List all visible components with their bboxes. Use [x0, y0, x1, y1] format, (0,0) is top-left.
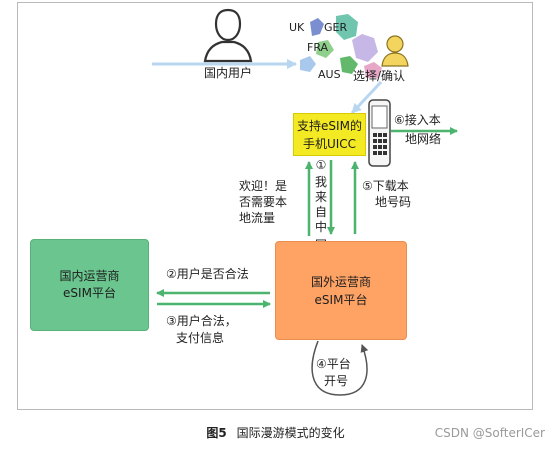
- watermark: CSDN @SofterICer: [434, 426, 545, 440]
- domestic-platform-line1: 国内运营商: [59, 269, 120, 283]
- step1-char-2: 我: [314, 175, 327, 189]
- select-confirm-label: 选择/确认: [353, 69, 406, 83]
- uicc-line2: 手机UICC: [302, 136, 357, 151]
- selecting-user-icon: [381, 35, 409, 67]
- select-to-phone-arrow: [350, 80, 383, 115]
- figure-title: 国际漫游模式的变化: [236, 426, 345, 440]
- step1-char-5: 中: [314, 220, 327, 234]
- step4-label-line2: 开号: [324, 374, 349, 388]
- figure-caption: 图5 国际漫游模式的变化: [0, 424, 551, 441]
- country-ger: GER: [324, 21, 348, 34]
- domestic-user-label: 国内用户: [204, 66, 253, 80]
- uicc-box: 支持eSIM的 手机UICC: [293, 113, 366, 156]
- country-map-icon: [300, 14, 382, 78]
- step6-label-line1: ⑥接入本: [394, 113, 441, 127]
- step4-label-line1: ④平台: [316, 357, 351, 371]
- step4-loop: [311, 340, 369, 396]
- step1-char-4: 自: [314, 205, 327, 219]
- country-uk: UK: [289, 21, 305, 34]
- uicc-line1: 支持eSIM的: [297, 118, 362, 133]
- welcome-line2: 否需要本: [239, 195, 288, 209]
- diagram-frame: [17, 2, 533, 410]
- step2-label: ②用户是否合法: [166, 267, 249, 281]
- foreign-platform-box: 国外运营商 eSIM平台: [275, 241, 407, 340]
- step1-char-1: ①: [315, 158, 327, 172]
- country-fra: FRA: [307, 41, 329, 54]
- welcome-line1: 欢迎！是: [239, 179, 288, 193]
- step3-label-line1: ③用户合法，: [166, 314, 237, 328]
- domestic-user-icon: [203, 8, 253, 63]
- foreign-platform-line2: eSIM平台: [314, 292, 368, 307]
- domestic-platform-box: 国内运营商 eSIM平台: [30, 239, 149, 331]
- foreign-platform-line1: 国外运营商: [310, 274, 371, 289]
- step5-label-line1: ⑤下载本: [362, 179, 409, 193]
- country-aus: AUS: [318, 68, 341, 81]
- step1-char-3: 来: [314, 190, 327, 204]
- phone-icon: [368, 99, 391, 167]
- step5-label-line2: 地号码: [375, 195, 412, 209]
- welcome-line3: 地流量: [239, 211, 276, 225]
- domestic-platform-line2: eSIM平台: [63, 286, 116, 300]
- step3-label-line2: 支付信息: [176, 331, 225, 345]
- step6-label-line2: 地网络: [405, 132, 442, 146]
- figure-number: 图5: [206, 426, 227, 440]
